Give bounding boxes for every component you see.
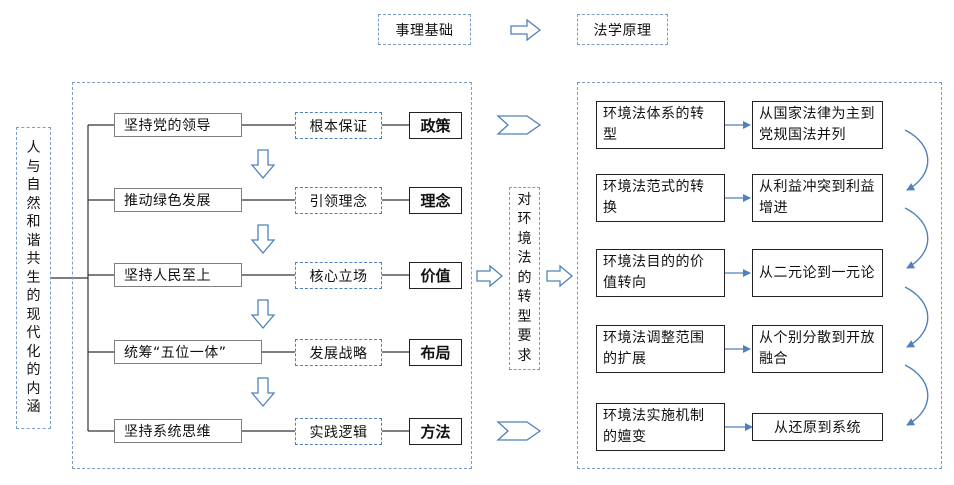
root-char: 与 [26, 158, 41, 175]
root-char: 涵 [26, 399, 41, 416]
key-concept-box: 价值 [409, 262, 462, 289]
shift-box: 从利益冲突到利益增进 [752, 174, 883, 222]
middle-char: 的 [517, 269, 532, 286]
root-char: 谐 [26, 232, 41, 249]
key-concept-label: 方法 [420, 423, 451, 441]
root-char: 代 [26, 325, 41, 342]
middle-char: 型 [517, 308, 532, 325]
role-box: 核心立场 [295, 262, 382, 289]
middle-char: 境 [517, 230, 532, 247]
root-concept-box: 人 与 自 然 和 谐 共 生 的 现 代 化 的 内 涵 [16, 127, 51, 429]
header-basis-box: 事理基础 [378, 14, 471, 45]
header-principle-label: 法学原理 [593, 22, 652, 39]
right-panel [577, 82, 942, 469]
law-aspect-box: 环境法实施机制的嬗变 [596, 403, 725, 451]
transformation-requirement-box: 对 环 境 法 的 转 型 要 求 [509, 187, 540, 370]
middle-char: 对 [517, 191, 532, 208]
key-concept-box: 政策 [409, 112, 462, 139]
shift-label: 从二元论到一元论 [759, 264, 875, 281]
principle-item-label: 推动绿色发展 [124, 193, 211, 209]
root-char: 内 [26, 380, 41, 397]
key-concept-box: 布局 [409, 339, 462, 366]
root-char: 生 [26, 269, 41, 286]
role-box: 引领理念 [295, 187, 382, 214]
down-arrow-icon [250, 149, 276, 180]
shift-label: 从利益冲突到利益增进 [759, 179, 875, 216]
header-principle-box: 法学原理 [577, 14, 668, 45]
principle-item-label: 坚持人民至上 [124, 268, 211, 284]
law-aspect-box: 环境法体系的转型 [596, 101, 725, 149]
law-aspect-label: 环境法体系的转型 [603, 106, 705, 143]
shift-label: 从国家法律为主到党规国法并列 [759, 106, 875, 143]
key-concept-box: 理念 [409, 187, 462, 214]
role-label: 发展战略 [309, 345, 368, 362]
middle-char: 求 [517, 347, 532, 364]
root-char: 然 [26, 195, 41, 212]
left-panel [72, 82, 472, 469]
principle-item-box: 坚持人民至上 [114, 263, 242, 287]
law-aspect-box: 环境法目的的价值转向 [596, 249, 725, 297]
principle-item-label: 坚持系统思维 [124, 424, 211, 440]
root-char: 和 [26, 214, 41, 231]
key-concept-label: 政策 [420, 117, 451, 135]
down-arrow-icon [250, 377, 276, 408]
shift-box: 从二元论到一元论 [752, 249, 883, 297]
key-concept-label: 布局 [420, 344, 451, 362]
role-label: 核心立场 [309, 268, 368, 285]
middle-char: 环 [517, 211, 532, 228]
root-char: 自 [26, 177, 41, 194]
role-label: 根本保证 [309, 118, 368, 135]
principle-item-box: 坚持党的领导 [114, 113, 242, 137]
key-concept-label: 理念 [420, 192, 451, 210]
shift-box: 从个别分散到开放融合 [752, 325, 883, 373]
role-label: 引领理念 [309, 193, 368, 210]
principle-item-label: 坚持党的领导 [124, 118, 211, 134]
root-char: 现 [26, 306, 41, 323]
law-aspect-box: 环境法范式的转换 [596, 174, 725, 222]
root-char: 的 [26, 362, 41, 379]
header-basis-label: 事理基础 [395, 22, 454, 39]
middle-char: 转 [517, 289, 532, 306]
shift-label: 从个别分散到开放融合 [759, 330, 875, 367]
root-char: 人 [26, 140, 41, 157]
root-char: 的 [26, 288, 41, 305]
law-aspect-label: 环境法实施机制的嬗变 [603, 408, 705, 445]
middle-char: 法 [517, 250, 532, 267]
chevron-right-icon [496, 115, 542, 135]
root-char: 共 [26, 251, 41, 268]
shift-label: 从还原到系统 [774, 420, 861, 436]
down-arrow-icon [250, 299, 276, 330]
key-concept-box: 方法 [409, 418, 462, 445]
middle-char: 要 [517, 328, 532, 345]
header-arrow-icon [510, 18, 542, 42]
role-box: 实践逻辑 [295, 418, 382, 445]
principle-item-box: 坚持系统思维 [114, 419, 242, 443]
law-aspect-label: 环境法范式的转换 [603, 179, 705, 216]
root-char: 化 [26, 343, 41, 360]
shift-box: 从还原到系统 [752, 413, 883, 441]
law-aspect-label: 环境法调整范围的扩展 [603, 330, 705, 367]
role-box: 发展战略 [295, 339, 382, 366]
chevron-right-icon [496, 421, 542, 441]
right-arrow-icon [546, 264, 574, 288]
key-concept-label: 价值 [420, 267, 451, 285]
role-box: 根本保证 [295, 112, 382, 139]
down-arrow-icon [250, 224, 276, 255]
law-aspect-label: 环境法目的的价值转向 [603, 254, 705, 291]
role-label: 实践逻辑 [309, 424, 368, 441]
law-aspect-box: 环境法调整范围的扩展 [596, 325, 725, 373]
principle-item-box: 统筹“五位一体” [114, 340, 262, 364]
principle-item-label: 统筹“五位一体” [124, 345, 227, 361]
principle-item-box: 推动绿色发展 [114, 188, 242, 212]
shift-box: 从国家法律为主到党规国法并列 [752, 101, 883, 149]
right-arrow-icon [476, 264, 504, 288]
